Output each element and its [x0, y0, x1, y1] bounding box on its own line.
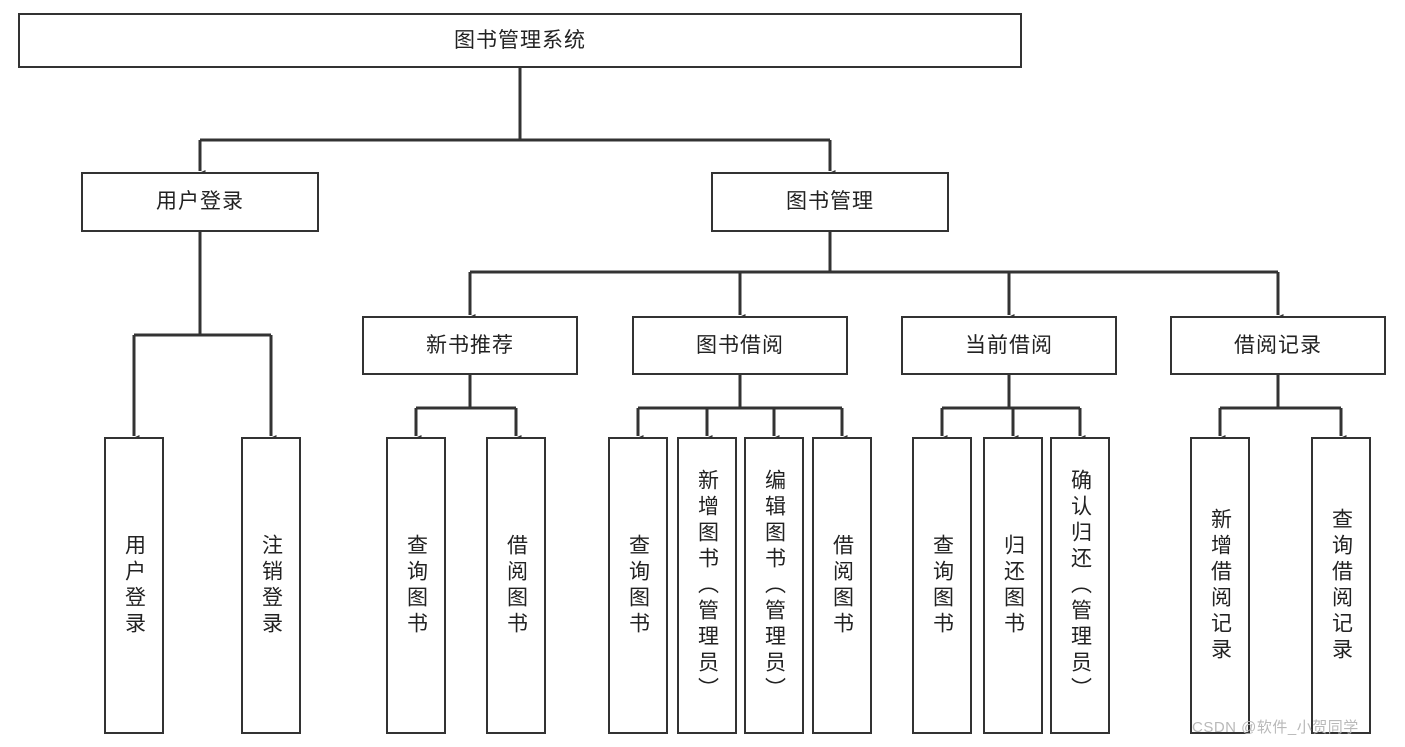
node-leaf-add-book: 新增图书（管理员） [677, 437, 737, 734]
node-current-borrow: 当前借阅 [901, 316, 1117, 375]
node-label: 查询图书 [404, 533, 428, 638]
node-leaf-user-login: 用户登录 [104, 437, 164, 734]
node-label: 借阅记录 [1234, 333, 1322, 357]
node-user-login: 用户登录 [81, 172, 319, 232]
node-root: 图书管理系统 [18, 13, 1022, 68]
node-label: 图书管理系统 [454, 28, 586, 52]
node-label: 当前借阅 [965, 333, 1053, 357]
node-book-manage: 图书管理 [711, 172, 949, 232]
node-borrow-record: 借阅记录 [1170, 316, 1386, 375]
node-leaf-add-record: 新增借阅记录 [1190, 437, 1250, 734]
node-label: 用户登录 [156, 190, 244, 214]
csdn-watermark: CSDN @软件_小贺同学 [1192, 719, 1359, 736]
node-label: 新增借阅记录 [1208, 507, 1232, 664]
node-leaf-logout: 注销登录 [241, 437, 301, 734]
node-label: 查询借阅记录 [1329, 507, 1353, 664]
node-leaf-query-book-1: 查询图书 [386, 437, 446, 734]
node-new-book-rec: 新书推荐 [362, 316, 578, 375]
node-label: 查询图书 [626, 533, 650, 638]
node-label: 编辑图书（管理员） [762, 468, 786, 703]
node-leaf-query-book-2: 查询图书 [608, 437, 668, 734]
node-label: 借阅图书 [504, 533, 528, 638]
node-label: 图书管理 [786, 190, 874, 214]
node-leaf-query-book-3: 查询图书 [912, 437, 972, 734]
node-leaf-return-book: 归还图书 [983, 437, 1043, 734]
node-leaf-borrow-book-1: 借阅图书 [486, 437, 546, 734]
node-label: 用户登录 [122, 533, 146, 638]
node-label: 归还图书 [1001, 533, 1025, 638]
node-leaf-borrow-book-2: 借阅图书 [812, 437, 872, 734]
node-label: 借阅图书 [830, 533, 854, 638]
node-label: 注销登录 [259, 533, 283, 638]
node-label: 确认归还（管理员） [1068, 468, 1092, 703]
node-leaf-edit-book: 编辑图书（管理员） [744, 437, 804, 734]
node-leaf-query-record: 查询借阅记录 [1311, 437, 1371, 734]
node-book-borrow: 图书借阅 [632, 316, 848, 375]
node-leaf-confirm-return: 确认归还（管理员） [1050, 437, 1110, 734]
node-label: 图书借阅 [696, 333, 784, 357]
node-label: 新书推荐 [426, 333, 514, 357]
node-label: 新增图书（管理员） [695, 468, 719, 703]
node-label: 查询图书 [930, 533, 954, 638]
